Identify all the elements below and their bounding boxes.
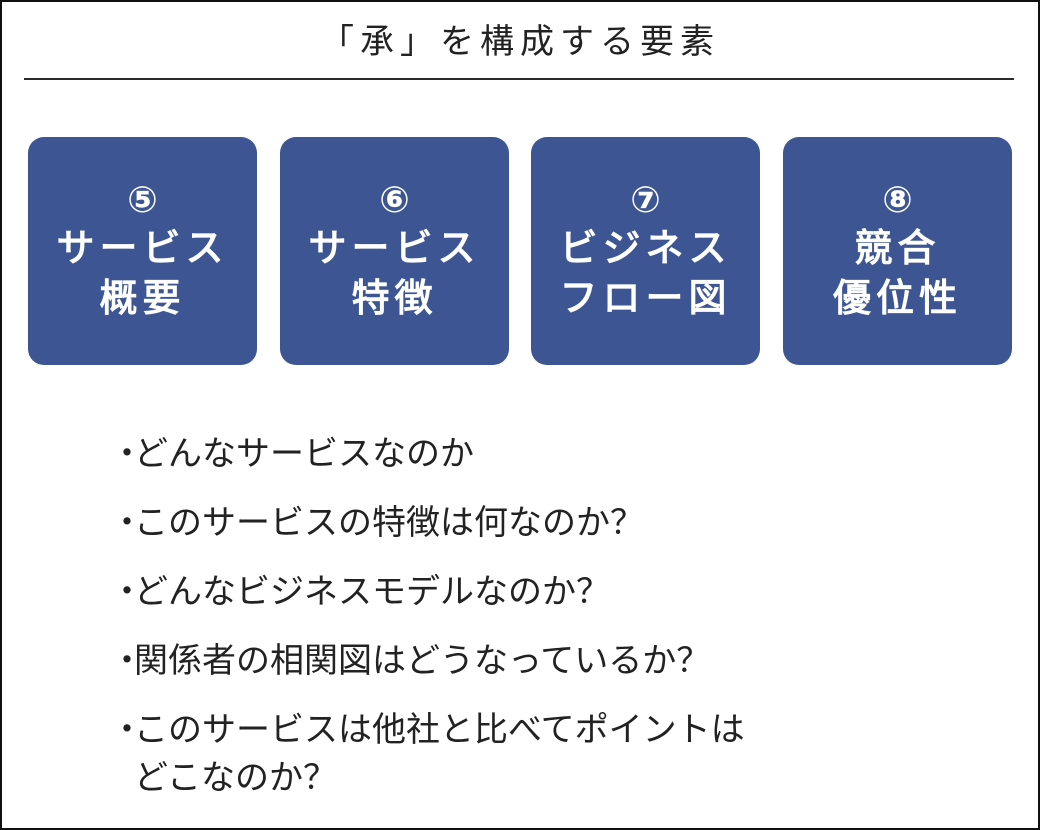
page-title: 「承」を構成する要素 xyxy=(320,22,720,62)
box-label-line1: 競合 xyxy=(854,226,941,270)
box-label-line1: ビジネス xyxy=(559,226,732,270)
bullet-mark: ・ xyxy=(110,710,144,750)
box-label-line2: 概要 xyxy=(99,276,186,320)
list-item-text: このサービスは他社と比べてポイントは xyxy=(134,710,745,750)
list-item: ・このサービスは他社と比べてポイントは どこなのか？ xyxy=(110,706,1010,802)
list-item: ・どんなサービスなのか xyxy=(110,430,1010,478)
bullet-mark: ・ xyxy=(110,641,144,681)
title-divider xyxy=(24,78,1014,80)
list-item-text: このサービスの特徴は何なのか？ xyxy=(134,503,644,543)
bullet-mark: ・ xyxy=(110,572,144,612)
box-business-flow: ⑦ ビジネス フロー図 xyxy=(531,137,760,365)
question-list: ・どんなサービスなのか ・このサービスの特徴は何なのか？ ・どんなビジネスモデル… xyxy=(110,430,1010,823)
box-service-features: ⑥ サービス 特徴 xyxy=(280,137,509,365)
box-service-overview: ⑤ サービス 概要 xyxy=(28,137,257,365)
box-number: ⑥ xyxy=(379,180,410,221)
box-label-line2: フロー図 xyxy=(559,276,732,320)
element-boxes: ⑤ サービス 概要 ⑥ サービス 特徴 ⑦ ビジネス フロー図 ⑧ 競合 優位性 xyxy=(28,137,1018,367)
list-item: ・このサービスの特徴は何なのか？ xyxy=(110,499,1010,547)
list-item-text: どんなビジネスモデルなのか？ xyxy=(134,572,610,612)
list-item-text: 関係者の相関図はどうなっているか？ xyxy=(134,641,711,681)
list-item: ・どんなビジネスモデルなのか？ xyxy=(110,568,1010,616)
box-label-line2: 優位性 xyxy=(832,276,962,320)
box-label-line2: 特徴 xyxy=(351,276,438,320)
bullet-mark: ・ xyxy=(110,503,144,543)
box-number: ⑧ xyxy=(882,180,913,221)
bullet-mark: ・ xyxy=(110,434,144,474)
box-label-line1: サービス xyxy=(308,226,481,270)
box-number: ⑤ xyxy=(127,180,158,221)
list-item: ・関係者の相関図はどうなっているか？ xyxy=(110,637,1010,685)
list-item-text: どんなサービスなのか xyxy=(134,434,474,474)
list-item-continuation: どこなのか？ xyxy=(134,758,337,798)
box-competitive-advantage: ⑧ 競合 優位性 xyxy=(783,137,1012,365)
box-label-line1: サービス xyxy=(56,226,229,270)
box-number: ⑦ xyxy=(630,180,661,221)
